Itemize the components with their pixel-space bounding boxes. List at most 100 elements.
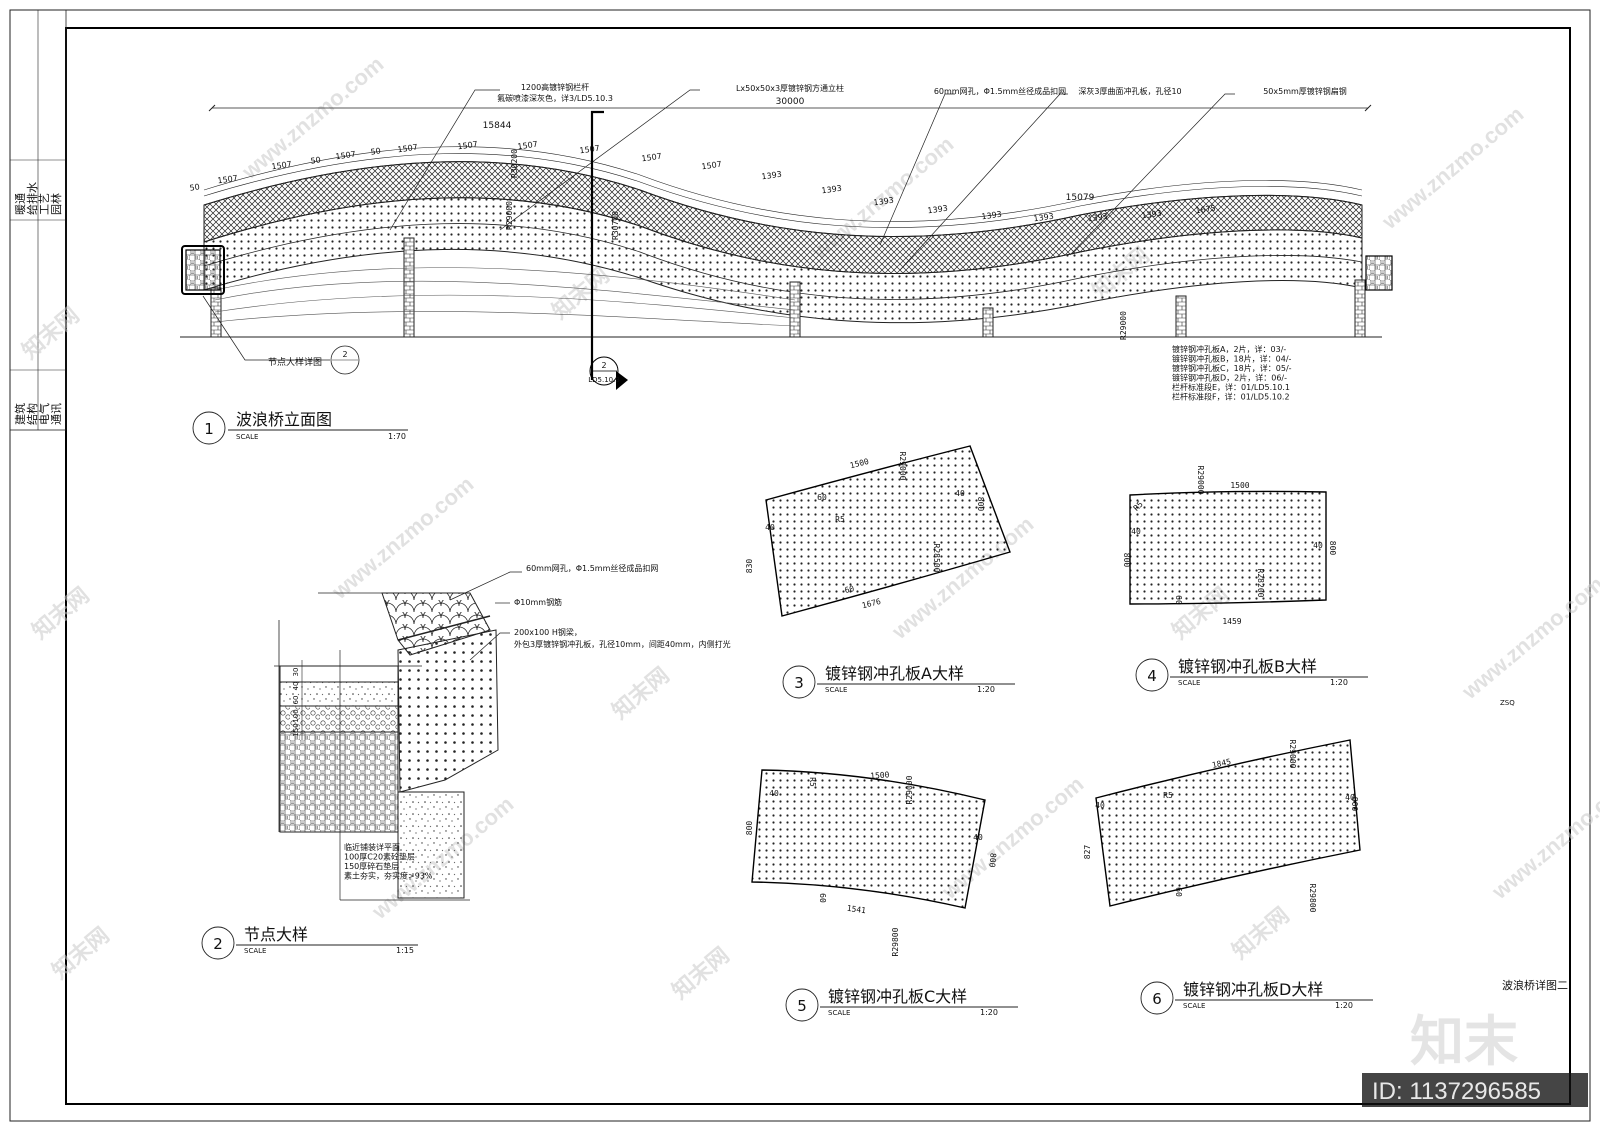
dimension-label: 50 [310, 155, 321, 165]
watermark-text: 知末网 [667, 942, 734, 1004]
dimension-label: 1500 [849, 457, 870, 470]
svg-text:1:70: 1:70 [388, 432, 406, 441]
callout-label: 氟碳喷漆深灰色，详3/LD5.10.3 [497, 93, 613, 103]
svg-text:SCALE: SCALE [236, 433, 258, 441]
dimension-label: 1393 [927, 204, 948, 216]
overall-dimension: 30000 [776, 97, 805, 107]
scale-value: 1:20 [980, 1008, 998, 1017]
dimension-label: 1500 [1230, 481, 1249, 490]
scale-value: 1:20 [1335, 1001, 1353, 1010]
pier [403, 237, 415, 338]
layer-label: 临近铺装详平面 [344, 842, 400, 852]
watermark-text: 知末网 [1227, 902, 1294, 964]
dimension-label: 40 [765, 523, 775, 532]
concrete-layer [279, 681, 399, 707]
dimension-label: 60 [844, 584, 856, 595]
legend-entry: 镀锌钢冲孔板B，18片，详：04/- [1172, 354, 1292, 364]
dimension-label: R5 [1163, 791, 1173, 800]
dimension-label: 40 [1095, 801, 1105, 810]
dim-15079: 15079 [1066, 193, 1095, 203]
svg-text:1:15: 1:15 [396, 946, 414, 955]
scale-label: SCALE [828, 1009, 850, 1017]
dimension-label: 1507 [335, 150, 356, 162]
node-ref-label: 节点大样详图 [268, 356, 322, 368]
id-text: ID: 1137296585 [1372, 1078, 1541, 1105]
title-block-field: 工艺 [38, 193, 51, 215]
dimension-label: 1393 [873, 196, 894, 208]
dimension-label: 40 [955, 489, 965, 498]
right-abutment [1365, 255, 1393, 291]
scale-value: 1:20 [977, 685, 995, 694]
title-block-field: 结构 [25, 403, 39, 425]
node-callout-box [181, 245, 225, 295]
dimension-label: 1500 [870, 770, 890, 780]
callout-label: 50x5mm厚镀锌钢扁钢 [1263, 86, 1347, 96]
dimension-label: 800 [987, 853, 997, 868]
legend-entry: 镀锌钢冲孔板D，2片，详：06/- [1172, 373, 1287, 383]
dimension-label: 60 [818, 893, 827, 903]
title-block-field: 暖通 [14, 193, 27, 215]
inner-frame [65, 27, 1571, 1105]
title-block-field: 园林 [49, 193, 63, 215]
scale-label: SCALE [1183, 1002, 1205, 1010]
pier [982, 307, 994, 338]
callout-label: 200x100 H钢梁， [514, 627, 582, 637]
dimension-label: R28500 [932, 544, 941, 573]
dimension-label: 1507 [271, 160, 292, 172]
title-block-strip: 暖通给排水工艺园林 建筑结构电气通讯 [9, 9, 67, 431]
dimension-label: 40 [973, 833, 983, 842]
panel-number: 6 [1152, 990, 1162, 1008]
dimension-label: 40 [769, 789, 779, 798]
dimension-label: 40 [1313, 541, 1323, 550]
dimension-label: 1459 [1222, 617, 1241, 626]
dimension-label: R5 [808, 777, 817, 787]
pier [210, 287, 222, 338]
panel-title-text: 镀锌钢冲孔板D大样 [1183, 980, 1323, 999]
dimension-label: R28200 [1256, 569, 1265, 598]
dimension-label: 1507 [517, 140, 538, 152]
watermark-text: 知末网 [27, 582, 94, 644]
dimension-label: 800 [1328, 541, 1337, 556]
watermark-text: 知末网 [547, 262, 614, 324]
callout-label: 外包3厚镀锌钢冲孔板，孔径10mm，间距40mm，内侧打光 [514, 639, 731, 649]
svg-text:LD5.10.3: LD5.10.3 [588, 376, 620, 384]
watermark-text: www.znzmo.com [326, 471, 478, 604]
dimension-label: 40 [1345, 793, 1355, 802]
scale-label: SCALE [1178, 679, 1200, 687]
dimension-label: 30 [292, 668, 300, 677]
dimension-label: 150 [292, 723, 300, 736]
section-cut-marker: 2 LD5.10.3 [588, 110, 628, 390]
watermark-text: 知末网 [17, 302, 84, 364]
dimension-label: 60 [1174, 887, 1183, 897]
scale-value: 1:20 [1330, 678, 1348, 687]
dimension-label: 1675 [1195, 204, 1216, 216]
legend-entry: 栏杆标准段F，详：01/LD5.10.2 [1172, 392, 1290, 402]
svg-text:节点大样: 节点大样 [244, 925, 308, 944]
pier [1354, 279, 1366, 338]
svg-text:SCALE: SCALE [244, 947, 266, 955]
callout-label: Φ10mm钢筋 [514, 597, 562, 607]
dim-15844: 15844 [483, 121, 512, 131]
dimension-label: 1676 [861, 597, 882, 610]
watermark-text: 知末网 [47, 922, 114, 984]
dimension-label: 40 [1131, 527, 1141, 536]
legend-entry: 镀锌钢冲孔板A，2片，详：03/- [1172, 344, 1286, 354]
footing [397, 791, 465, 899]
dimension-label: 800 [745, 821, 754, 836]
dimension-label: 50 [189, 182, 200, 192]
panel-title-text: 镀锌钢冲孔板C大样 [828, 987, 967, 1006]
dimension-label: 1541 [846, 904, 867, 916]
title-block-field: 通讯 [50, 403, 63, 425]
drawing-name: 波浪桥详图二 [1502, 978, 1568, 992]
dimension-label: 40 [292, 682, 300, 691]
radius-label: R30200 [510, 149, 519, 178]
dimension-label: 60 [1174, 595, 1183, 605]
id-badge [1362, 1073, 1588, 1107]
dimension-label: 1507 [397, 143, 418, 155]
